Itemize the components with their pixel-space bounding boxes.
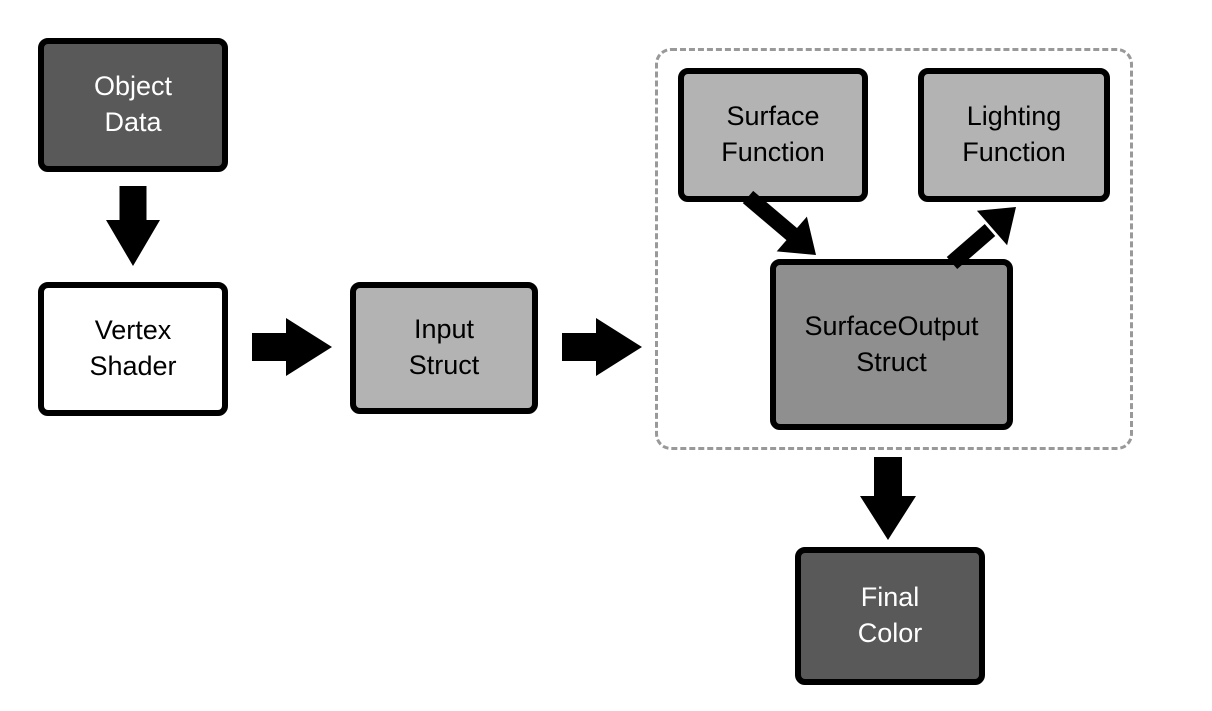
node-object-data: Object Data bbox=[38, 38, 228, 172]
node-surface-function-label: Surface Function bbox=[721, 101, 825, 167]
node-final-color-label: Final Color bbox=[857, 582, 923, 648]
node-vertex-shader-label: Vertex Shader bbox=[89, 315, 177, 381]
node-input-struct-label: Input Struct bbox=[408, 314, 480, 380]
node-surface-output-struct-label: SurfaceOutput Struct bbox=[804, 310, 979, 377]
node-lighting-function-label: Lighting Function bbox=[962, 101, 1066, 167]
node-surface-function: Surface Function bbox=[678, 68, 868, 202]
arrow-object-data-to-vertex-shader-icon bbox=[106, 186, 160, 266]
node-object-data-label: Object Data bbox=[93, 71, 173, 137]
node-input-struct: Input Struct bbox=[350, 282, 538, 414]
node-surface-output-struct: SurfaceOutput Struct bbox=[770, 259, 1013, 430]
surface-shader-group bbox=[655, 48, 1133, 450]
node-final-color: Final Color bbox=[795, 547, 985, 685]
arrow-input-struct-to-group-icon bbox=[562, 318, 642, 376]
arrow-group-to-final-color-icon bbox=[860, 457, 916, 540]
arrow-vertex-shader-to-input-struct-icon bbox=[252, 318, 332, 376]
node-vertex-shader: Vertex Shader bbox=[38, 282, 228, 416]
node-lighting-function: Lighting Function bbox=[918, 68, 1110, 202]
